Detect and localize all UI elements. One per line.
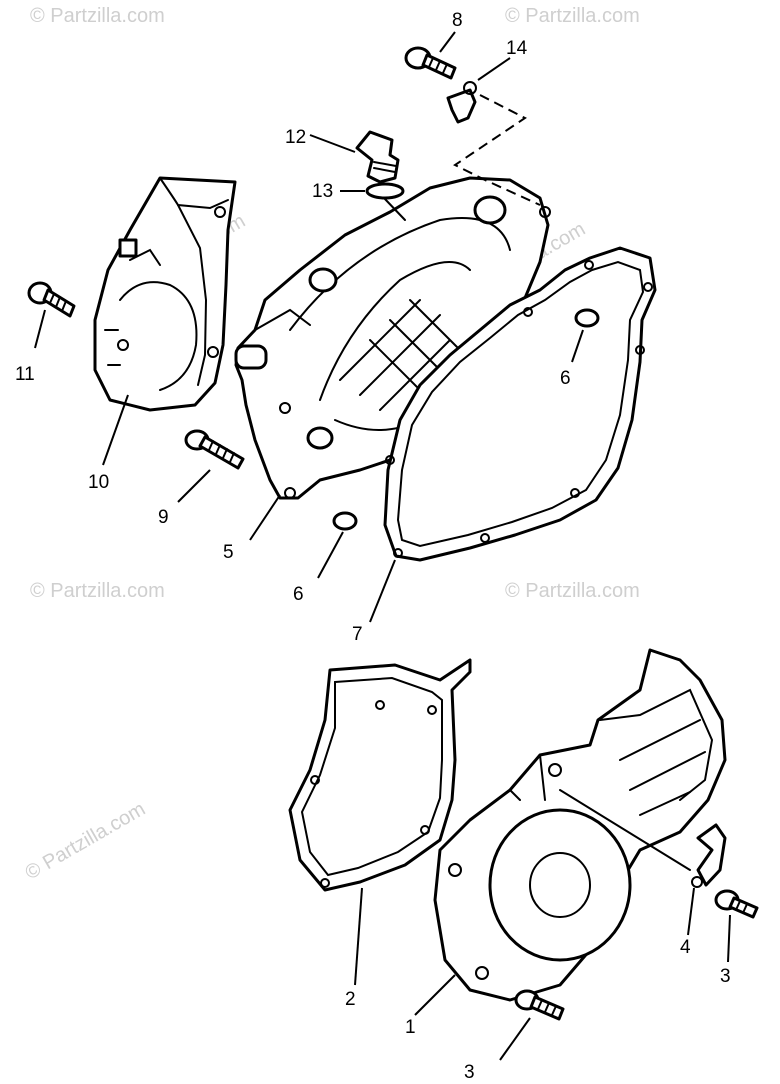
leader-7 [369,559,396,623]
watermark-mid-left: © Partzilla.com [30,580,165,602]
part-12-cap [309,130,400,184]
leader-10 [102,394,129,466]
part-11-bolt [27,281,76,349]
callout-10: 10 [88,472,109,493]
part-9-bolt [177,429,245,503]
part-14-clamp [446,57,541,206]
callout-3-right: 3 [720,966,731,987]
part-6-dowel-upper [571,308,600,363]
part-6-dowel-lower [317,511,358,579]
callout-7: 7 [352,624,363,645]
part-10-outer-cover [93,176,237,412]
callout-12: 12 [285,127,306,148]
callout-2: 2 [345,989,356,1010]
callout-14: 14 [506,38,528,59]
callout-11: 11 [15,364,35,385]
watermark-lower-left: © Partzilla.com [22,798,150,884]
callout-8: 8 [452,10,463,31]
watermark-top-left: © Partzilla.com [30,5,165,27]
part-2-gasket [288,658,472,986]
part-4-clamp [687,823,727,936]
part-1-cover [414,648,727,1016]
cap-leader [383,197,406,221]
callout-9: 9 [158,507,169,528]
callout-13: 13 [312,181,333,202]
callout-3-lower: 3 [464,1062,475,1083]
part-3-bolt-lower [499,989,565,1061]
part-13-o-ring [340,182,405,200]
callout-4: 4 [680,937,691,958]
callout-6-lower: 6 [293,584,304,605]
callout-5: 5 [223,542,234,563]
leader-5 [249,494,281,541]
part-8-bolt [404,31,457,80]
watermark-top-right: © Partzilla.com [505,5,640,27]
callout-6-upper: 6 [560,368,571,389]
watermark-mid-right: © Partzilla.com [505,580,640,602]
part-3-bolt-right [714,889,759,963]
callout-labels: 8 14 12 13 11 6 10 9 5 6 7 4 3 2 1 3 [15,10,731,1083]
callout-1: 1 [405,1017,416,1038]
